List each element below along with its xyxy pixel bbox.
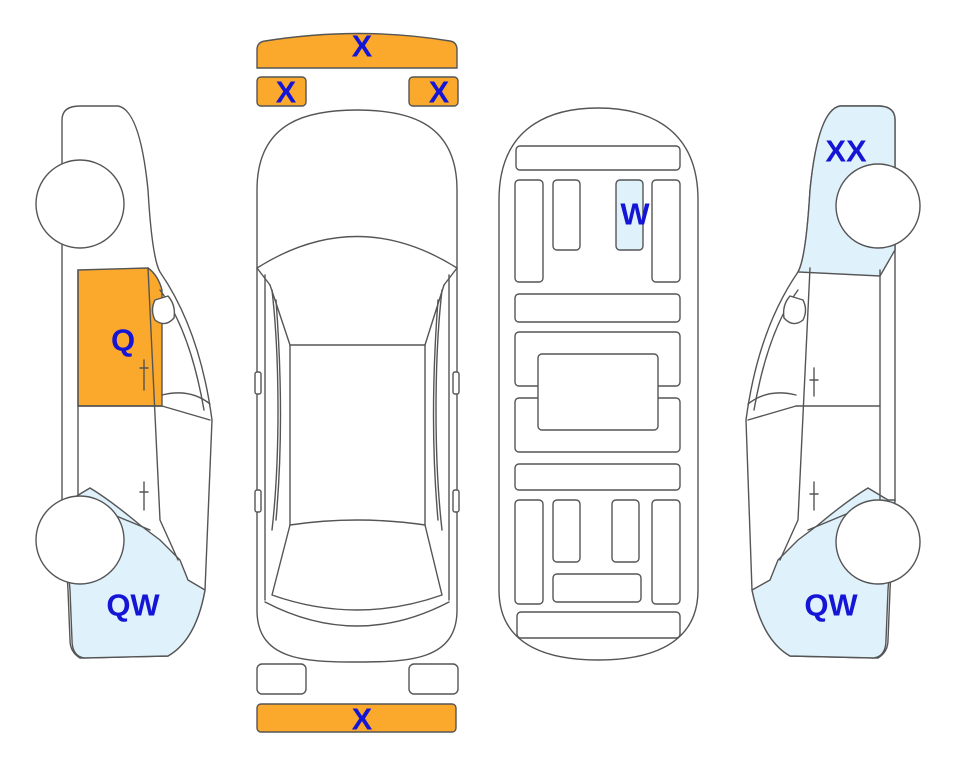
underbody-damage-panel bbox=[615, 179, 644, 251]
car-left-side-view bbox=[35, 105, 213, 659]
rear-bumper-label: X bbox=[352, 702, 373, 737]
left-rear-quarter-label: QW bbox=[106, 588, 160, 623]
left-front-door-label: Q bbox=[111, 323, 135, 358]
rear-left-light bbox=[256, 663, 307, 695]
car-right-side-view bbox=[745, 105, 921, 659]
right-front-fender-label: XX bbox=[825, 134, 867, 169]
front-left-light-zone bbox=[256, 76, 307, 107]
front-bumper-label: X bbox=[352, 29, 373, 64]
car-top-view bbox=[254, 109, 460, 663]
front-right-light-zone bbox=[408, 76, 459, 107]
right-rear-quarter-label: QW bbox=[804, 588, 858, 623]
car-underbody-view bbox=[498, 107, 699, 661]
underbody-panel-label: W bbox=[620, 197, 650, 232]
rear-bumper-zone bbox=[256, 703, 457, 733]
front-left-light-label: X bbox=[276, 75, 297, 110]
rear-right-light bbox=[408, 663, 459, 695]
front-bumper-zone bbox=[256, 32, 458, 69]
front-right-light-label: X bbox=[429, 75, 450, 110]
